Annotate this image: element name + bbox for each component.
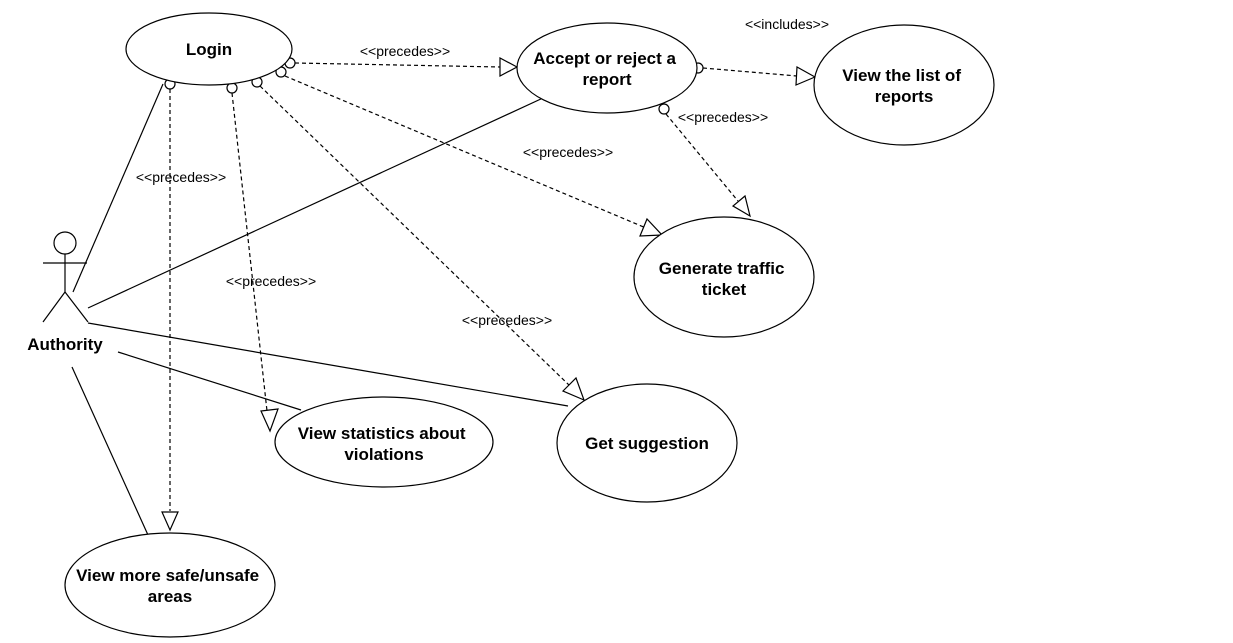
- use-case-view-areas-label: View more safe/unsafe areas: [76, 566, 264, 606]
- label-accept-ticket: <<precedes>>: [678, 109, 768, 125]
- association-authority-suggest[interactable]: [87, 322, 569, 407]
- use-case-view-list-label: View the list of reports: [842, 66, 965, 106]
- arrowhead-accept-ticket: [731, 194, 751, 218]
- actor-name: Authority: [27, 335, 103, 354]
- actor-authority[interactable]: Authority: [27, 231, 103, 354]
- dependency-login-ticket[interactable]: [284, 75, 647, 229]
- dependency-accept-ticket[interactable]: [665, 113, 739, 202]
- arrowhead-login-stats: [260, 408, 279, 433]
- use-case-login-line-1: Login: [186, 40, 232, 59]
- arrowhead-accept-viewlist: [795, 66, 817, 86]
- actor-right-leg: [64, 291, 89, 323]
- use-case-get-suggestion[interactable]: Get suggestion: [556, 383, 738, 503]
- use-case-get-suggestion-shape: [556, 383, 738, 503]
- arrowhead-login-accept: [499, 57, 519, 77]
- use-case-view-statistics-label: View statistics about violations: [298, 424, 471, 464]
- use-case-get-suggestion-line-1: Get suggestion: [585, 434, 709, 453]
- use-case-login-shape: [125, 12, 293, 86]
- label-accept-viewlist: <<includes>>: [745, 16, 829, 32]
- association-authority-areas[interactable]: [71, 366, 149, 536]
- dependency-login-suggest[interactable]: [259, 85, 572, 388]
- label-login-ticket: <<precedes>>: [523, 144, 613, 160]
- arrowhead-login-suggest: [561, 376, 586, 402]
- use-case-view-areas-line-2: areas: [148, 587, 192, 606]
- label-login-accept: <<precedes>>: [360, 43, 450, 59]
- use-case-view-areas[interactable]: View more safe/unsafe areas: [64, 532, 276, 638]
- use-case-view-statistics[interactable]: View statistics about violations: [274, 396, 494, 488]
- use-case-accept-report-line-2: report: [582, 70, 631, 89]
- use-case-view-statistics-line-1: View statistics about: [298, 424, 466, 443]
- association-lines: [71, 83, 569, 536]
- use-case-accept-report[interactable]: Accept or reject a report: [516, 22, 698, 114]
- use-case-view-areas-shape: [64, 532, 276, 638]
- actor-head: [53, 231, 77, 255]
- use-case-accept-report-shape: [516, 22, 698, 114]
- use-case-login[interactable]: Login: [125, 12, 293, 86]
- dependency-login-accept[interactable]: [294, 62, 501, 68]
- label-login-suggest: <<precedes>>: [462, 312, 552, 328]
- dependency-arrowheads: [161, 57, 817, 532]
- dependency-accept-viewlist[interactable]: [702, 67, 798, 77]
- use-case-accept-report-line-1: Accept or reject a: [533, 49, 676, 68]
- use-case-accept-report-label: Accept or reject a report: [533, 49, 680, 89]
- use-case-view-list-line-2: reports: [875, 87, 934, 106]
- arrowhead-login-areas: [161, 511, 179, 532]
- use-case-get-suggestion-label: Get suggestion: [585, 434, 709, 453]
- dependency-labels: <<precedes>> <<precedes>> <<precedes>> <…: [136, 16, 829, 328]
- association-authority-accept[interactable]: [87, 97, 544, 309]
- use-case-view-list[interactable]: View the list of reports: [813, 24, 995, 146]
- use-case-generate-ticket-line-2: ticket: [702, 280, 747, 299]
- use-case-generate-ticket-line-1: Generate traffic: [659, 259, 785, 278]
- use-case-generate-ticket-shape: [633, 216, 815, 338]
- use-case-view-statistics-shape: [274, 396, 494, 488]
- actor-left-leg: [42, 291, 66, 323]
- use-case-view-areas-line-1: View more safe/unsafe: [76, 566, 259, 585]
- dependency-origin-accept-ticket: [658, 103, 670, 115]
- use-case-login-label: Login: [186, 40, 232, 59]
- dependency-lines: [169, 62, 798, 511]
- label-login-stats: <<precedes>>: [226, 273, 316, 289]
- use-case-view-list-shape: [813, 24, 995, 146]
- label-login-areas: <<precedes>>: [136, 169, 226, 185]
- use-case-generate-ticket-label: Generate traffic ticket: [659, 259, 789, 299]
- use-case-generate-ticket[interactable]: Generate traffic ticket: [633, 216, 815, 338]
- use-case-view-statistics-line-2: violations: [344, 445, 423, 464]
- dependency-login-stats[interactable]: [231, 92, 268, 412]
- association-authority-login[interactable]: [72, 83, 164, 293]
- arrowhead-login-ticket: [639, 217, 664, 237]
- association-authority-stats[interactable]: [117, 351, 302, 411]
- use-case-view-list-line-1: View the list of: [842, 66, 961, 85]
